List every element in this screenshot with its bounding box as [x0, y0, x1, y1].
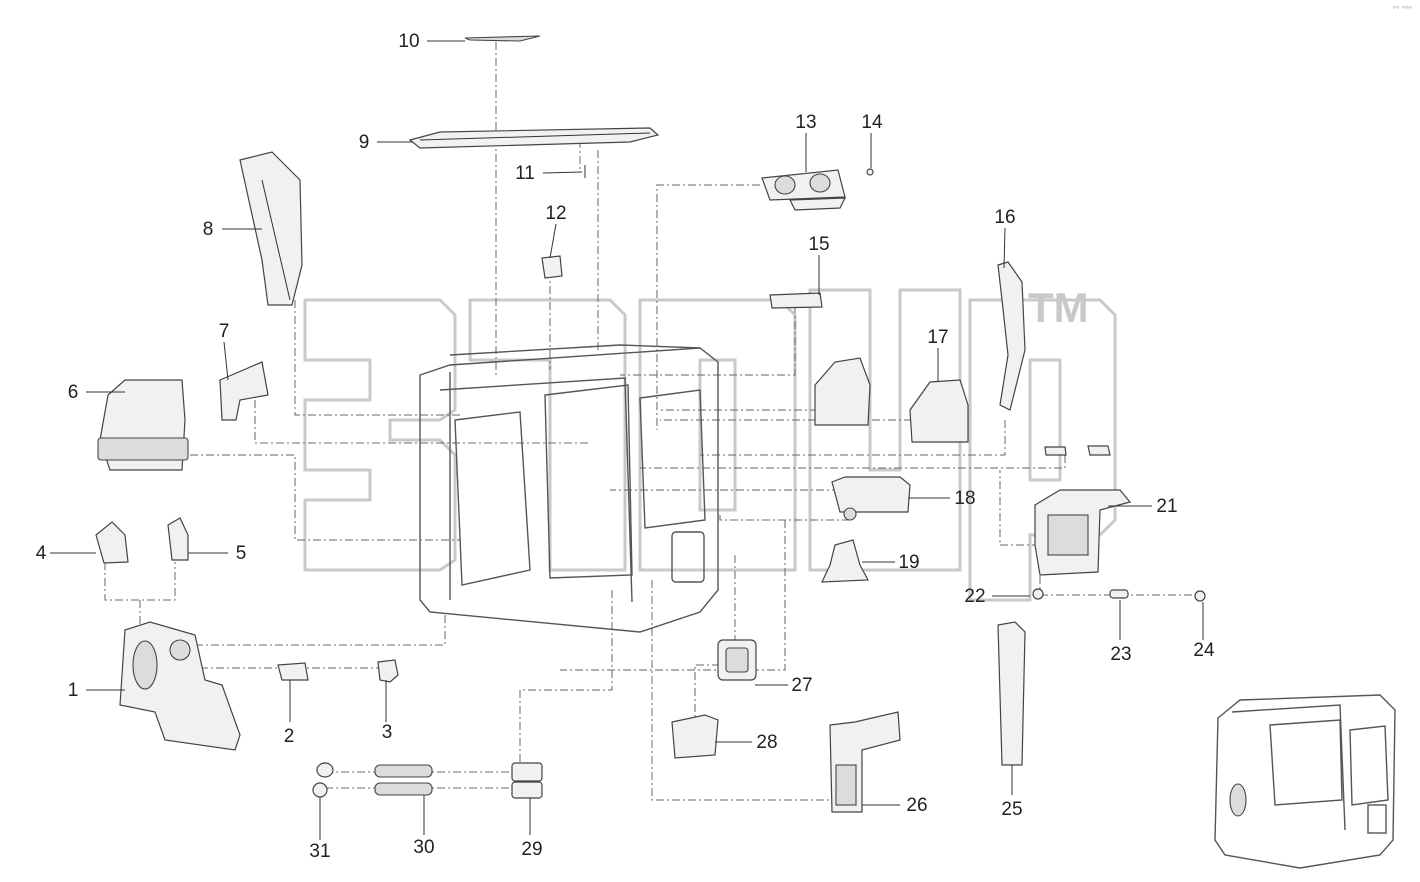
callout-5: 5: [236, 543, 247, 564]
part-25-rear-pillar: [997, 621, 1026, 766]
part-8-pillar-trim: [239, 151, 303, 306]
watermark-logo: TM: [303, 284, 1117, 602]
part-26-side-panel: [829, 711, 901, 813]
callout-9: 9: [359, 132, 370, 153]
part-1-console-panel: [119, 621, 241, 751]
callout-28: 28: [756, 732, 777, 753]
callout-15: 15: [808, 234, 829, 255]
callout-17: 17: [927, 327, 948, 348]
callout-16: 16: [994, 207, 1015, 228]
callout-19: 19: [898, 552, 919, 573]
part-9-roof-trim: [408, 127, 660, 149]
part-12-clip: [541, 255, 563, 279]
part-27-seal-ring: [717, 639, 757, 681]
cab-thumbnail: [1214, 694, 1396, 869]
callout-25: 25: [1001, 799, 1022, 820]
part-6-air-box: [97, 379, 189, 471]
part-17-cover: [814, 357, 969, 443]
callout-26: 26: [906, 795, 927, 816]
part-4-5-knobs: [95, 517, 189, 564]
part-13-vent-panel: [761, 169, 846, 211]
callout-13: 13: [795, 112, 816, 133]
callout-6: 6: [68, 382, 79, 403]
part-15-bracket: [769, 292, 823, 309]
callout-10: 10: [398, 31, 419, 52]
callout-8: 8: [203, 219, 214, 240]
callout-11: 11: [515, 163, 535, 184]
callout-18: 18: [954, 488, 975, 509]
callout-4: 4: [36, 543, 47, 564]
callout-31: 31: [309, 841, 330, 862]
callout-24: 24: [1193, 640, 1215, 661]
callout-22: 22: [964, 586, 985, 607]
callout-2: 2: [284, 726, 295, 747]
callout-7: 7: [219, 321, 230, 342]
callout-14: 14: [861, 112, 883, 133]
part-18-blower: [831, 476, 911, 521]
callout-1: 1: [68, 680, 79, 701]
part-21-filter-housing: [1034, 445, 1132, 576]
callout-3: 3: [382, 722, 393, 743]
part-2-3-switches: [277, 659, 399, 683]
cab-frame: [419, 344, 719, 633]
callout-21: 21: [1156, 496, 1177, 517]
callout-30: 30: [413, 837, 434, 858]
part-29-30-31-hoses: [312, 762, 543, 799]
part-22-23-24-fasteners: [1032, 588, 1206, 602]
callout-labels: 10 9 11 12 13 14 15 8 16 7 6 17 18 19 21…: [36, 31, 1215, 862]
part-10-roof-seal: [464, 35, 541, 42]
part-7-bracket: [219, 361, 269, 421]
callout-29: 29: [521, 839, 542, 860]
leader-lines: [50, 40, 1204, 840]
part-16-pillar-trim-right: [997, 261, 1026, 411]
callout-27: 27: [791, 675, 812, 696]
callout-12: 12: [545, 203, 566, 224]
corner-mark: ᵒᵒ ᵒᵒᵒ: [1392, 4, 1412, 13]
part-19-duct: [821, 539, 869, 583]
callout-23: 23: [1110, 644, 1131, 665]
part-28-pad: [671, 714, 719, 759]
part-14-plug: [866, 168, 874, 176]
watermark-tm: TM: [1028, 284, 1089, 331]
